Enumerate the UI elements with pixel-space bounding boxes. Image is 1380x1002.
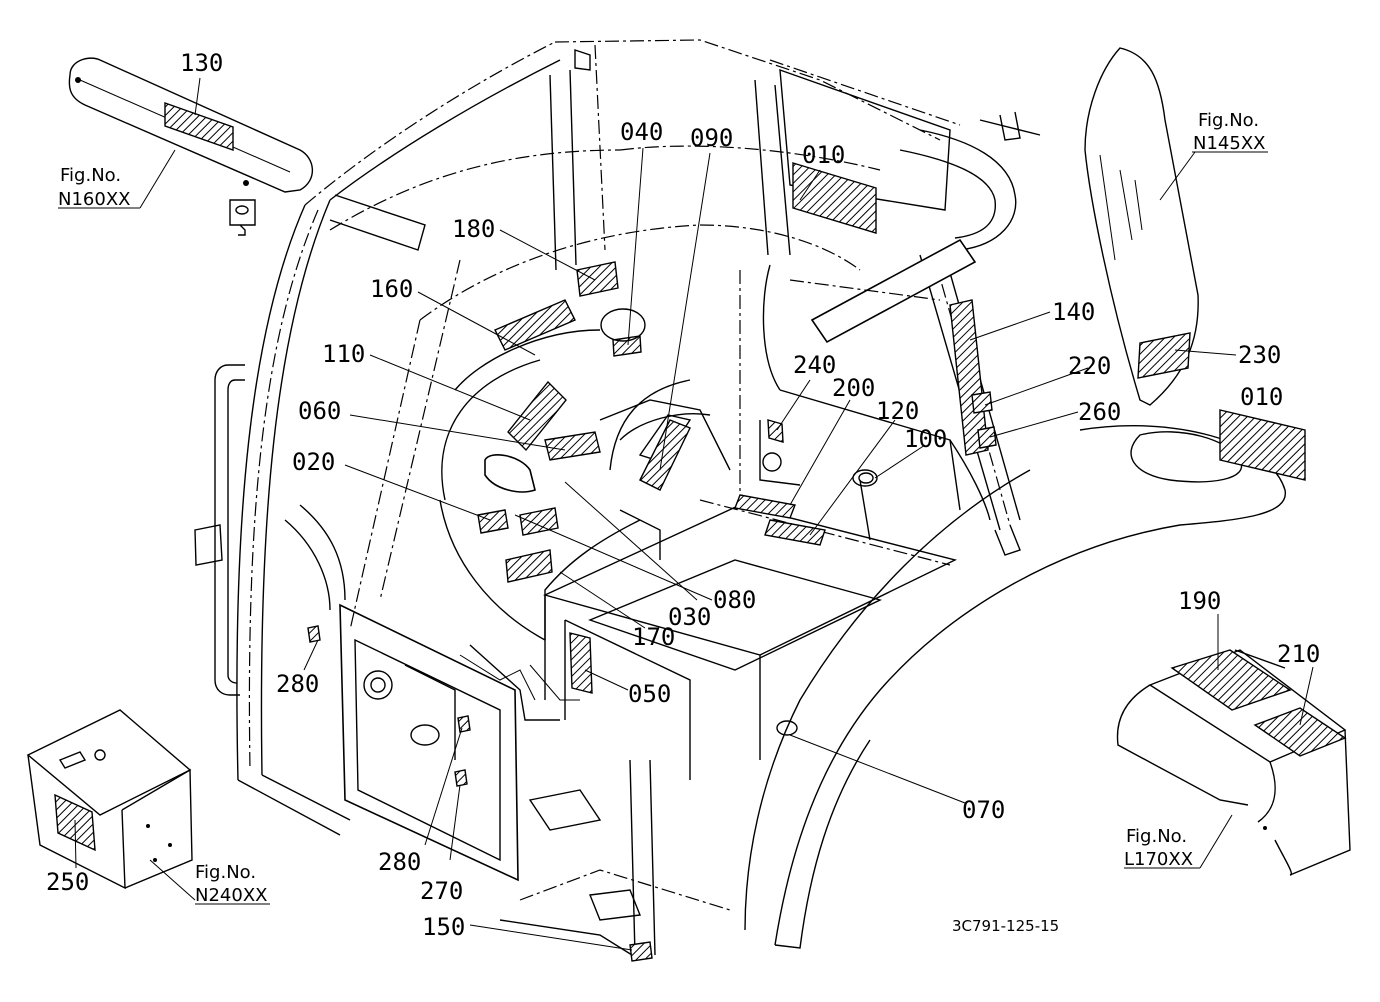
label-030: 030 [668,603,711,631]
label-160: 160 [370,275,413,303]
cab-frame-drawing [194,39,1286,961]
label-150: 150 [422,913,465,941]
decal-140 [949,299,989,456]
decal-150 [629,941,653,962]
label-120: 120 [876,397,919,425]
label-180: 180 [452,215,495,243]
fig-ref-l170-caption: Fig.No. [1126,826,1187,847]
label-230: 230 [1238,341,1281,369]
label-090: 090 [690,124,733,152]
label-080: 080 [713,586,756,614]
label-040: 040 [620,118,663,146]
fig-ref-n160-number: N160XX [58,189,130,210]
decal-240 [767,419,784,443]
decal-270 [454,769,468,787]
decal-050 [569,632,593,694]
label-190: 190 [1178,587,1221,615]
decal-190 [1170,649,1292,711]
fig-ref-n160-caption: Fig.No. [60,165,121,186]
label-280-left: 280 [276,670,319,698]
decal-080 [639,419,691,491]
decal-shapes [54,102,1347,962]
decal-100 [858,472,874,484]
decal-040-dial [600,308,646,342]
decal-020 [477,509,509,534]
label-140: 140 [1052,298,1095,326]
decal-230 [1137,332,1191,379]
decal-180 [576,261,619,297]
decal-200 [734,494,796,519]
fig-ref-l170-number: L170XX [1124,849,1193,870]
decal-160 [494,299,576,351]
label-250: 250 [46,868,89,896]
label-060: 060 [298,397,341,425]
fig-ref-n240-caption: Fig.No. [195,862,256,883]
fig-references: Fig.No. N160XX Fig.No. N145XX Fig.No. N2… [58,110,1265,906]
label-200: 200 [832,374,875,402]
decal-280b [457,715,471,733]
label-130: 130 [180,49,223,77]
label-110: 110 [322,340,365,368]
label-010-rear: 010 [802,141,845,169]
label-050: 050 [628,680,671,708]
label-260: 260 [1078,398,1121,426]
decal-220 [971,391,993,414]
decal-030 [519,507,559,536]
label-270: 270 [420,877,463,905]
battery-box-inset [26,709,193,890]
label-100: 100 [904,425,947,453]
decal-170 [505,549,553,583]
label-240: 240 [793,351,836,379]
label-170: 170 [632,623,675,651]
decal-280a [307,625,321,643]
decal-040 [612,335,642,357]
label-070: 070 [962,796,1005,824]
label-020: 020 [292,448,335,476]
decal-010-fender [1219,409,1306,481]
decal-070 [776,720,798,736]
label-280-center: 280 [378,848,421,876]
part-labels: 130 040 090 010 180 160 110 060 020 240 … [46,49,1320,941]
decal-260 [977,426,997,449]
lever-knob [484,454,536,493]
fig-ref-n145-number: N145XX [1193,133,1265,154]
fig-ref-n240-number: N240XX [195,885,267,906]
leader-lines [58,77,1314,951]
decal-210 [1253,707,1347,757]
decal-110 [507,380,567,452]
decal-130 [164,102,234,151]
decal-010-rear [792,162,877,234]
drawing-code: 3C791-125-15 [952,917,1059,935]
label-210: 210 [1277,640,1320,668]
label-220: 220 [1068,352,1111,380]
label-010-fender: 010 [1240,383,1283,411]
decal-120 [764,519,826,546]
decal-060 [544,431,601,461]
door-glass-inset [1084,47,1199,406]
fig-ref-n145-caption: Fig.No. [1198,110,1259,131]
